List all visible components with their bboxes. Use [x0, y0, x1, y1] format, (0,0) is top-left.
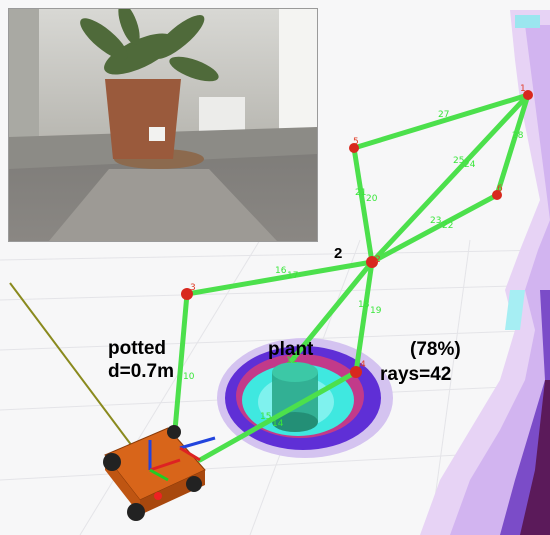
- label-confidence: (78%): [410, 339, 461, 360]
- edge-label: 20: [366, 194, 378, 204]
- edge-label: 27: [438, 110, 450, 120]
- edge-label: 25: [453, 156, 465, 166]
- edge-label: 14: [272, 419, 284, 429]
- trajectory-line: [9, 282, 136, 451]
- graph-nodes: [181, 90, 533, 378]
- node-label-4: 4: [360, 360, 366, 370]
- robot-model: [103, 425, 216, 521]
- costmap-right-strip: [420, 10, 550, 535]
- edge-label: 21: [355, 188, 367, 198]
- node-label-1: 1: [520, 84, 526, 94]
- label-plant: plant: [268, 339, 314, 360]
- edge-label: 10: [183, 372, 195, 382]
- label-graph-id: 2: [334, 245, 343, 262]
- edge-label: 22: [442, 221, 454, 231]
- edge-label: 24: [464, 160, 476, 170]
- node-label-6: 6: [497, 184, 503, 194]
- edge-label: 28: [512, 131, 524, 141]
- label-distance: d=0.7m: [108, 361, 175, 382]
- edge-label: 15: [260, 412, 272, 422]
- edge-label: 17: [287, 271, 299, 281]
- edge-label: 23: [430, 216, 442, 226]
- ground-grid: [0, 239, 550, 535]
- camera-image-icon: [9, 9, 317, 241]
- edge-label: 16: [275, 266, 287, 276]
- edge-label: 19: [370, 306, 382, 316]
- node-label-2: 2: [375, 255, 381, 265]
- label-rays: rays=42: [380, 364, 452, 385]
- graph-edges: [172, 92, 531, 463]
- camera-inset: [8, 8, 318, 242]
- edge-label: 18: [358, 300, 370, 310]
- plant-marker: [272, 362, 318, 432]
- node-label-5: 5: [353, 137, 359, 147]
- edge-label: 12: [286, 356, 298, 366]
- node-label-3: 3: [190, 283, 196, 293]
- label-potted: potted: [108, 338, 167, 359]
